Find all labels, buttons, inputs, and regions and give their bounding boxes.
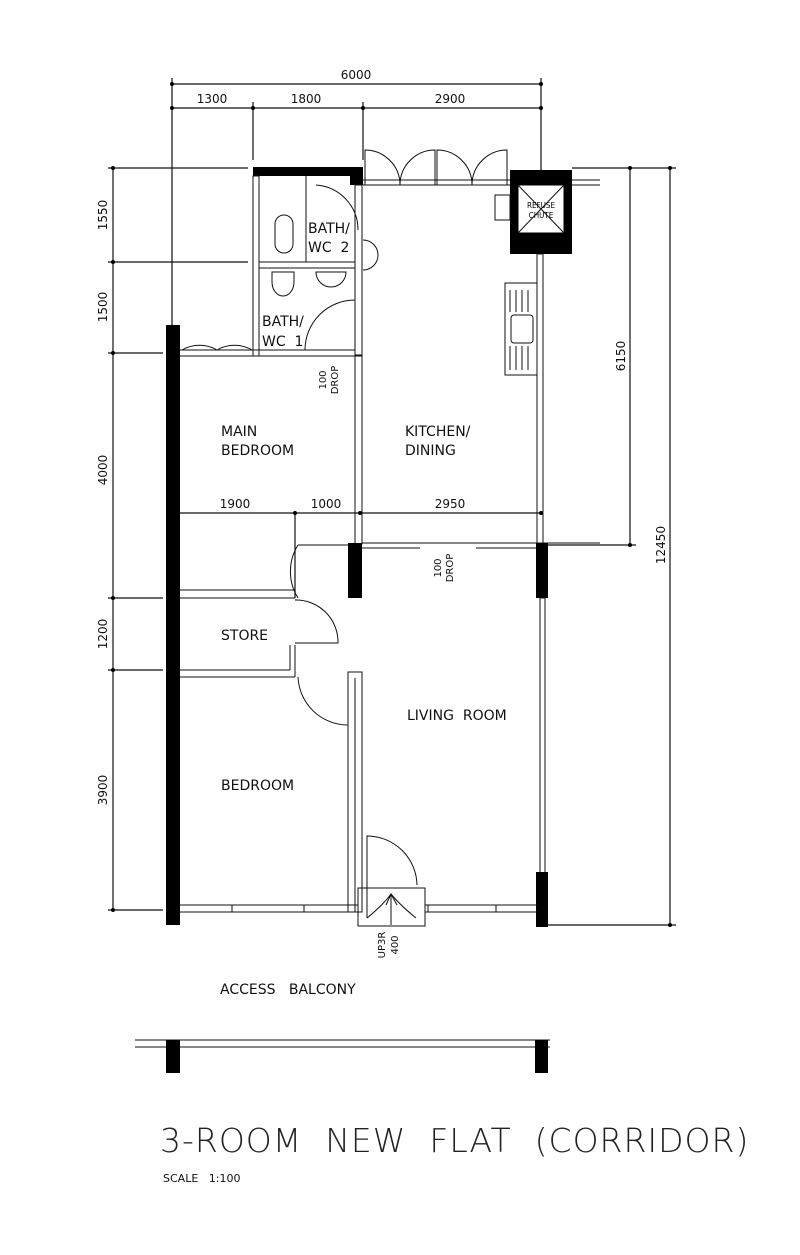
dim-4000: 4000: [96, 455, 110, 486]
access-balcony-label: ACCESS BALCONY: [220, 982, 356, 998]
dim-1200: 1200: [96, 619, 110, 650]
dim-6150: 6150: [614, 341, 628, 372]
dim-6000: 6000: [341, 68, 372, 82]
kitchen-label-2: DINING: [405, 443, 456, 459]
dim-2900: 2900: [435, 92, 466, 106]
dim-1800: 1800: [291, 92, 322, 106]
top-dimensions: 6000 1300 1800 2900: [170, 68, 543, 325]
room-labels: BATH/ WC 2 BATH/ WC 1 MAIN BEDROOM KITCH…: [220, 221, 507, 998]
dim-1300: 1300: [197, 92, 228, 106]
dim-1550: 1550: [96, 200, 110, 231]
drop-label-2a: 100: [433, 558, 444, 577]
bath1-label-2: WC 1: [262, 334, 303, 350]
bath2-label-2: WC 2: [308, 240, 349, 256]
drawing-scale: SCALE 1:100: [163, 1172, 240, 1185]
entry-step-label-a: UP3R: [377, 932, 388, 959]
dim-2950: 2950: [435, 497, 466, 511]
refuse-chute-label-2: CHUTE: [529, 211, 554, 220]
living-room-label: LIVING ROOM: [407, 708, 507, 724]
access-balcony-parapet: [135, 1039, 550, 1073]
refuse-chute-label-1: REFUSE: [527, 201, 556, 210]
dim-1000: 1000: [311, 497, 342, 511]
bath2-label-1: BATH/: [308, 221, 350, 237]
right-dimensions: 6150 12450: [548, 166, 676, 927]
left-dimensions: 1550 1500 4000 1200 3900: [96, 166, 248, 912]
dim-1900: 1900: [220, 497, 251, 511]
bath1-label-1: BATH/: [262, 314, 304, 330]
dim-1500: 1500: [96, 292, 110, 323]
entry-step-label-b: 400: [390, 935, 401, 954]
dim-12450: 12450: [654, 526, 668, 564]
kitchen-label-1: KITCHEN/: [405, 424, 471, 440]
store-label: STORE: [221, 628, 268, 644]
main-bedroom-label-2: BEDROOM: [221, 443, 294, 459]
main-bedroom-label-1: MAIN: [221, 424, 257, 440]
drawing-title: 3-ROOM NEW FLAT (CORRIDOR): [160, 1121, 749, 1160]
drop-label-2b: DROP: [445, 554, 456, 583]
dim-3900: 3900: [96, 775, 110, 806]
drop-label-1a: 100: [318, 370, 329, 389]
drop-label-1b: DROP: [330, 366, 341, 395]
bedroom-label: BEDROOM: [221, 778, 294, 794]
annotations: 100 DROP 100 DROP UP3R 400: [318, 366, 456, 959]
walls: REFUSE CHUTE 1900 1000 2950: [166, 149, 600, 927]
